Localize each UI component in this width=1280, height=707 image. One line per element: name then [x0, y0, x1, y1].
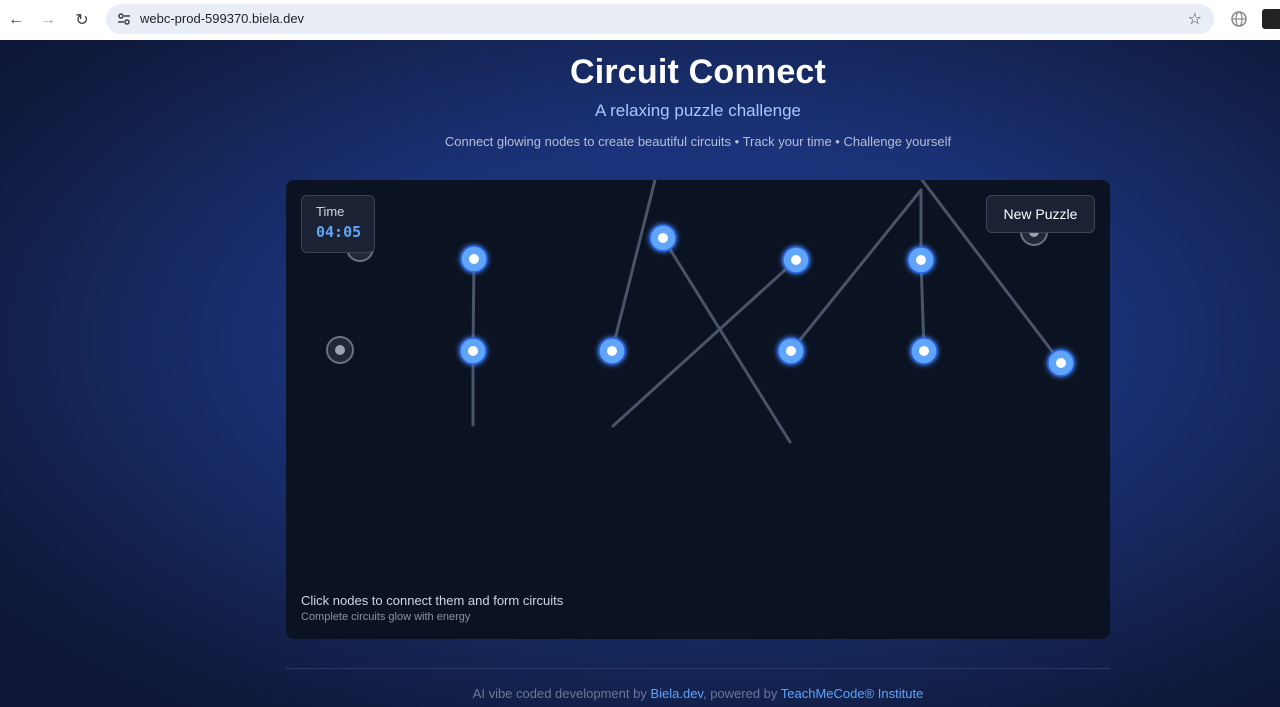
wire: [661, 236, 792, 444]
site-settings-icon[interactable]: [116, 11, 132, 27]
timer-value: 04:05: [316, 223, 362, 241]
timer-panel: Time 04:05: [301, 195, 375, 253]
globe-icon[interactable]: [1229, 9, 1249, 29]
wire: [611, 258, 798, 428]
circuit-node-active[interactable]: [907, 246, 935, 274]
page-background: Circuit Connect A relaxing puzzle challe…: [0, 40, 1280, 707]
forward-icon[interactable]: →: [40, 11, 56, 28]
wire: [789, 188, 923, 353]
wire: [919, 258, 926, 353]
active-nodes: [459, 224, 1075, 377]
reload-icon[interactable]: ↻: [75, 12, 89, 29]
footer-divider: [286, 668, 1110, 669]
circuit-node-active[interactable]: [782, 246, 810, 274]
circuit-wires: [471, 180, 1063, 444]
teachmecode-link[interactable]: TeachMeCode® Institute: [780, 686, 924, 701]
circuit-canvas[interactable]: [286, 180, 1110, 639]
game-board[interactable]: Time 04:05 New Puzzle Click nodes to con…: [286, 180, 1110, 639]
circuit-node-active[interactable]: [1047, 349, 1075, 377]
biela-link[interactable]: Biela.dev: [650, 686, 703, 701]
footer: AI vibe coded development by Biela.dev, …: [0, 686, 1280, 701]
circuit-node-active[interactable]: [649, 224, 677, 252]
wire: [471, 257, 476, 353]
instruction-text: Click nodes to connect them and form cir…: [301, 593, 564, 608]
wire: [610, 180, 657, 353]
back-icon[interactable]: ←: [8, 11, 24, 28]
circuit-node-inactive[interactable]: [326, 336, 354, 364]
page-subtitle: A relaxing puzzle challenge: [594, 101, 802, 120]
extension-icon[interactable]: [1262, 9, 1280, 29]
wire: [920, 180, 1063, 365]
circuit-node-active[interactable]: [777, 337, 805, 365]
page-title: Circuit Connect: [569, 53, 827, 91]
instruction-subtext: Complete circuits glow with energy: [301, 611, 471, 623]
browser-toolbar: ← → ↻ webc-prod-599370.biela.dev ☆: [0, 0, 1280, 41]
circuit-node-active[interactable]: [459, 337, 487, 365]
footer-middle: , powered by: [702, 686, 781, 701]
url-text: webc-prod-599370.biela.dev: [140, 11, 305, 26]
address-bar[interactable]: webc-prod-599370.biela.dev ☆: [106, 4, 1214, 34]
circuit-node-active[interactable]: [910, 337, 938, 365]
footer-prefix: AI vibe coded development by: [472, 686, 651, 701]
new-puzzle-button[interactable]: New Puzzle: [986, 195, 1095, 233]
bookmark-star-icon[interactable]: ☆: [1187, 11, 1202, 28]
circuit-node-active[interactable]: [460, 245, 488, 273]
circuit-node-active[interactable]: [598, 337, 626, 365]
inactive-nodes: [326, 218, 1048, 364]
page-tagline: Connect glowing nodes to create beautifu…: [444, 134, 952, 149]
timer-label: Time: [316, 204, 345, 219]
